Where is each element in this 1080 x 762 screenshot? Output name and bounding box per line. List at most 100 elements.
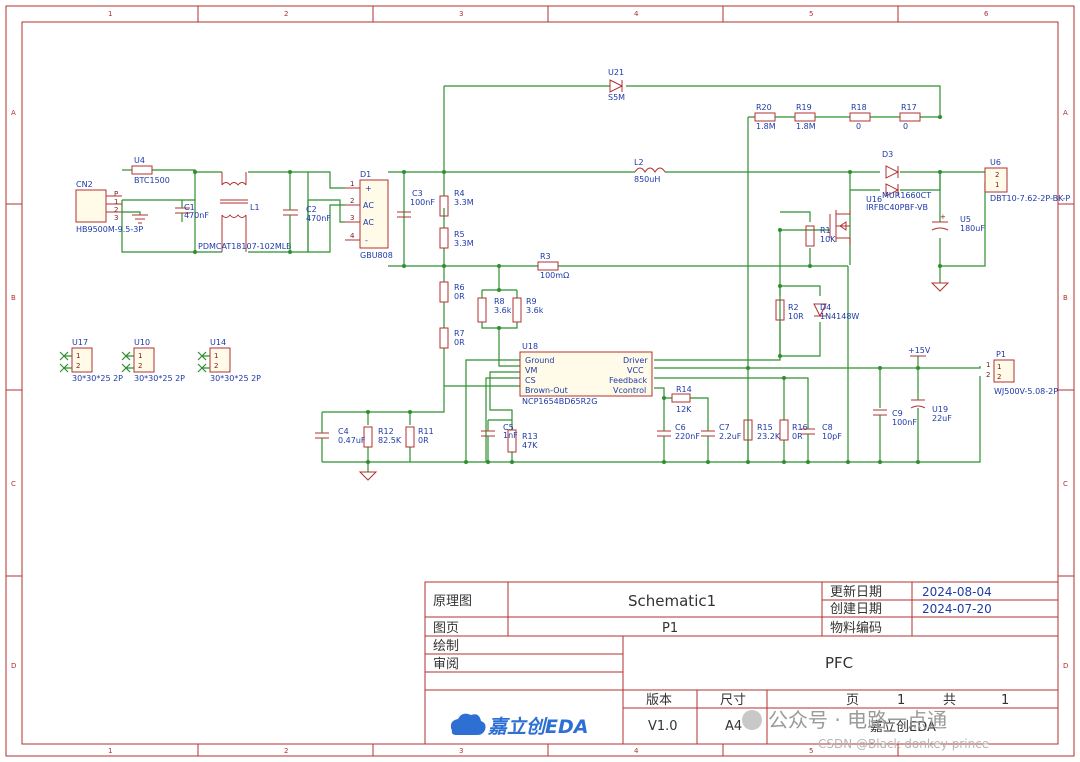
resistor-r9[interactable]: R9 3.6k <box>512 297 544 323</box>
tb-project-name: PFC <box>825 654 853 672</box>
r19-ref: R19 <box>796 103 812 112</box>
r9-ref: R9 <box>526 297 537 306</box>
d3-ref: D3 <box>882 150 893 159</box>
diode-u21[interactable]: U21 S5M <box>608 68 625 102</box>
ruler-row-a: A <box>11 109 16 117</box>
r11-ref: R11 <box>418 427 434 436</box>
cn2-pin-1: 1 <box>114 198 118 206</box>
capacitor-u5[interactable]: + U5 180uF <box>931 213 985 233</box>
tb-page-label: 图页 <box>433 621 459 636</box>
heatsink-u14[interactable]: U14 30*30*25 2P 1 2 <box>197 338 261 383</box>
resistor-r5[interactable]: R5 3.3M <box>439 227 474 249</box>
capacitor-c6[interactable]: C6 220nF <box>657 423 700 445</box>
r14-value: 12K <box>676 405 692 414</box>
capacitor-c7[interactable]: C7 2.2uF <box>701 423 742 445</box>
ruler-row-b-right: B <box>1063 294 1068 302</box>
connector-u6[interactable]: U6 DBT10-7.62-2P-BK-P 2 1 <box>984 158 1070 203</box>
mosfet-u16[interactable]: U16 IRFBC40PBF-VB <box>829 195 928 245</box>
resistor-r1[interactable]: R1 10K <box>805 225 836 247</box>
c1-value: 470nF <box>184 211 209 220</box>
resistor-r19[interactable]: R19 1.8M <box>794 103 850 131</box>
tb-update-value: 2024-08-04 <box>922 585 992 599</box>
resistor-r14[interactable]: R14 12K <box>671 385 692 414</box>
resistor-r13[interactable]: R13 47K <box>507 429 538 453</box>
r14-ref: R14 <box>676 385 692 394</box>
d1-label-plus: + <box>365 184 372 193</box>
resistor-r11[interactable]: R11 0R <box>405 426 434 448</box>
d1-pin-4: 4 <box>350 232 355 240</box>
fuse-u4[interactable]: U4 BTC1500 <box>131 156 170 185</box>
d1-ref: D1 <box>360 170 371 179</box>
u4-ref: U4 <box>134 156 145 165</box>
u17-value: 30*30*25 2P <box>72 374 123 383</box>
resistor-r17[interactable]: R17 0 <box>899 103 921 131</box>
resistor-r15[interactable]: R15 23.2K <box>743 419 781 441</box>
outer-border <box>5 5 1075 757</box>
resistor-r20[interactable]: R20 1.8M <box>754 103 795 131</box>
u18-pin-feedback: Feedback <box>609 376 647 385</box>
r6-value: 0R <box>454 292 465 301</box>
wechat-icon <box>742 710 762 730</box>
wires <box>121 85 986 472</box>
resistor-r2[interactable]: R2 10R <box>775 299 804 321</box>
choke-l1[interactable]: L1 PDMCAT18107-102MLB <box>198 172 292 252</box>
r15-ref: R15 <box>757 423 773 432</box>
u17-ref: U17 <box>72 338 88 347</box>
p1-pin-1: 1 <box>997 363 1001 371</box>
u18-pin-driver: Driver <box>623 356 648 365</box>
r13-ref: R13 <box>522 432 538 441</box>
capacitor-c8[interactable]: C8 10pF <box>801 423 842 445</box>
u6-ref: U6 <box>990 158 1001 167</box>
tb-total-label: 共 <box>943 693 956 708</box>
u10-pin-1: 1 <box>138 352 142 360</box>
ground-symbol-main <box>358 471 378 481</box>
bridge-rectifier-d1[interactable]: D1 GBU808 1 2 3 4 + AC AC - <box>345 170 393 260</box>
capacitor-c9[interactable]: C9 100nF <box>873 409 917 427</box>
connector-p1[interactable]: P1 WJ500V-5.08-2P 1 2 1 2 <box>986 350 1058 396</box>
heatsink-u17[interactable]: U17 30*30*25 2P 1 2 <box>59 338 123 383</box>
ruler-row-d-right: D <box>1063 662 1068 670</box>
ruler-col-1-bottom: 1 <box>108 747 112 755</box>
r12-ref: R12 <box>378 427 394 436</box>
d1-pin-3: 3 <box>350 214 354 222</box>
heatsink-u10[interactable]: U10 30*30*25 2P 1 2 <box>121 338 185 383</box>
tb-sheet-name: Schematic1 <box>628 592 716 610</box>
connector-cn2[interactable]: CN2 HB9500M-9.5-3P P 1 2 3 <box>75 180 143 234</box>
resistor-r16[interactable]: R16 0R <box>779 419 808 441</box>
r19-value: 1.8M <box>796 122 816 131</box>
inductor-l2[interactable]: L2 850uH <box>634 158 666 184</box>
r20-value: 1.8M <box>756 122 776 131</box>
u10-ref: U10 <box>134 338 150 347</box>
capacitor-c2[interactable]: C2 470nF <box>283 172 331 252</box>
junctions <box>193 115 942 464</box>
capacitor-u19[interactable]: U19 22uF <box>910 396 952 423</box>
resistor-r7[interactable]: R7 0R <box>439 327 465 349</box>
tb-total-value: 1 <box>1001 693 1009 708</box>
cn2-pin-p: P <box>114 190 118 198</box>
r5-ref: R5 <box>454 230 465 239</box>
d1-value: GBU808 <box>360 251 393 260</box>
tb-pg-label: 页 <box>846 693 859 708</box>
u18-pin-brown-out: Brown-Out <box>525 386 568 395</box>
capacitor-c3[interactable]: C3 100nF <box>397 189 435 218</box>
capacitor-c1[interactable]: C1 470nF <box>175 200 209 222</box>
resistor-r3[interactable]: R3 100mΩ <box>537 252 569 280</box>
resistor-r4[interactable]: R4 3.3M <box>439 189 474 217</box>
resistor-r18[interactable]: R18 0 <box>849 103 900 131</box>
tb-review-label: 审阅 <box>433 657 459 672</box>
u18-pin-cs: CS <box>525 376 536 385</box>
resistor-r8[interactable]: R8 3.6k <box>477 297 512 323</box>
diode-d3[interactable]: D3 MUR1660CT <box>882 150 931 200</box>
resistor-r12[interactable]: R12 82.5K <box>363 426 402 448</box>
c2-ref: C2 <box>306 205 317 214</box>
ruler-row-c: C <box>11 480 16 488</box>
diode-d4[interactable]: D4 1N4148W <box>813 303 859 321</box>
resistor-r6[interactable]: R6 0R <box>439 281 465 303</box>
ruler-col-3: 3 <box>459 10 463 18</box>
watermark-text: 公众号 · 电路一点通 <box>768 708 947 732</box>
capacitor-c4[interactable]: C4 0.47uF <box>315 427 366 445</box>
controller-u18[interactable]: U18 NCP1654BD65R2G Ground VM CS Brown-Ou… <box>519 342 653 406</box>
d4-value: 1N4148W <box>820 312 859 321</box>
capacitor-c5[interactable]: C5 1nF <box>481 419 518 445</box>
u18-pin-vcontrol: Vcontrol <box>613 386 646 395</box>
